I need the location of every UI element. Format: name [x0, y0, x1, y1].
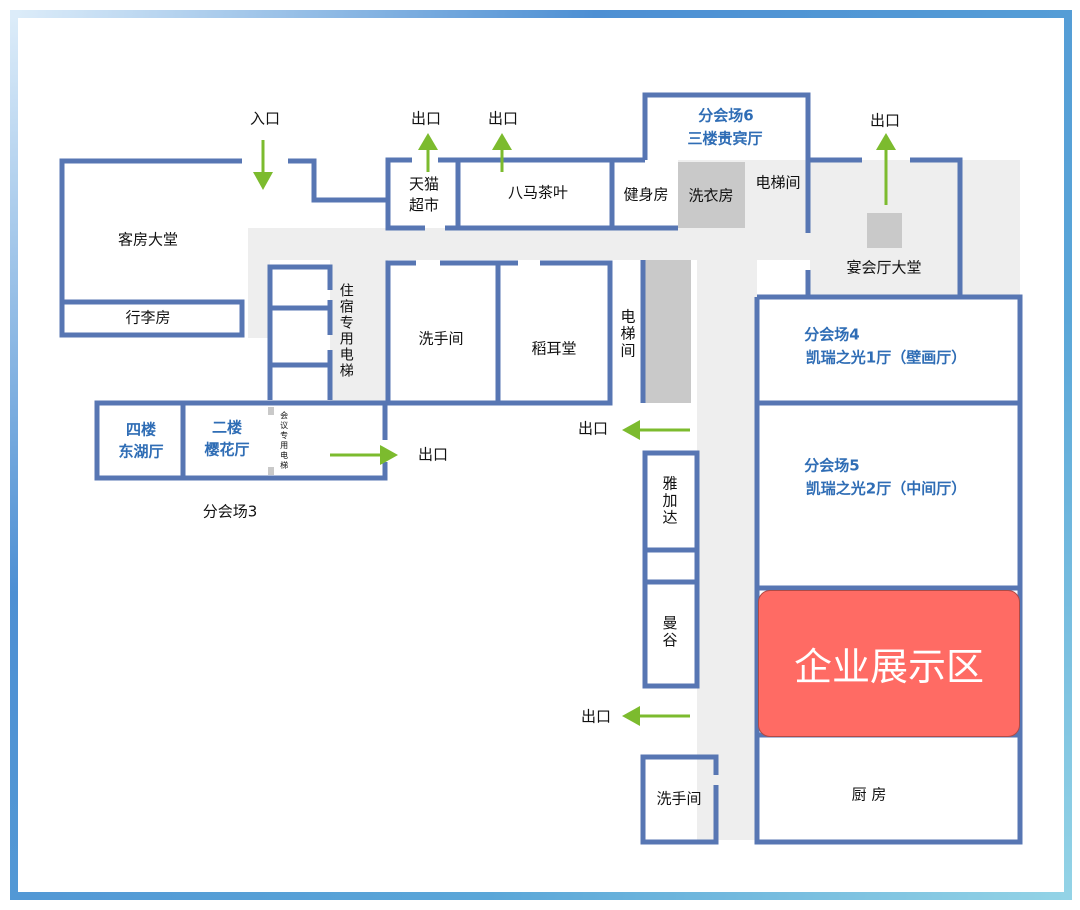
- exit-arrow-2: [492, 133, 512, 172]
- room-kitchen: 厨 房: [851, 785, 887, 804]
- entrance-arrow: [253, 140, 273, 190]
- room-guest-lobby: 客房大堂: [117, 230, 179, 249]
- venue-4-hall: 凯瑞之光1厅（壁画厅）: [805, 348, 967, 367]
- room-bangkok: 曼谷: [660, 615, 679, 649]
- room-elevator-hall-mid: 电梯间: [618, 308, 637, 360]
- exit-label: 出口: [580, 707, 612, 726]
- venue-6-name: 分会场6: [698, 106, 754, 125]
- exit-label: 出口: [410, 109, 442, 128]
- exit-arrow-1: [418, 133, 438, 172]
- laundry-fill: [678, 162, 745, 228]
- exit-arrow-3: [876, 133, 896, 205]
- arrows: [253, 133, 896, 726]
- room-laundry: 洗衣房: [688, 186, 734, 205]
- expo-area-label: 企业展示区: [793, 645, 984, 689]
- elevator-shaft: [645, 260, 691, 403]
- venue-3-hall-a-floor: 四楼: [125, 420, 157, 439]
- room-bama-tea: 八马茶叶: [507, 183, 569, 202]
- venue-5-name: 分会场5: [804, 456, 860, 475]
- venue-3-hall-a: 东湖厅: [118, 442, 164, 461]
- shafts: [268, 162, 902, 475]
- exit-label: 出口: [577, 419, 609, 438]
- venue-3-name: 分会场3: [202, 502, 258, 521]
- room-daoer-hall: 稻耳堂: [531, 339, 577, 358]
- expo-area: 企业展示区: [758, 590, 1020, 737]
- venue-5-hall: 凯瑞之光2厅（中间厅）: [805, 479, 967, 498]
- room-banquet-lobby: 宴会厅大堂: [846, 258, 922, 277]
- venue-6-hall: 三楼贵宾厅: [687, 129, 763, 148]
- room-elevator-hall: 电梯间: [755, 173, 801, 192]
- venue-4-name: 分会场4: [804, 325, 860, 344]
- room-restroom-2: 洗手间: [656, 789, 702, 808]
- exit-arrow-6: [622, 706, 690, 726]
- exit-label: 出口: [487, 109, 519, 128]
- room-residence-elevator: 住宿专用电梯: [337, 283, 354, 379]
- venue-3-hall-b-floor: 二楼: [211, 418, 243, 437]
- exit-arrow-5: [622, 420, 690, 440]
- room-meeting-elevator: 会议专用电梯: [279, 411, 289, 471]
- room-jakarta: 雅加达: [660, 475, 679, 527]
- room-gym: 健身房: [623, 185, 669, 204]
- room-restroom: 洗手间: [418, 329, 464, 348]
- venue-3-hall-b: 樱花厅: [204, 440, 250, 459]
- corridors: [248, 160, 1020, 840]
- room-tmall: 天猫超市: [408, 175, 439, 214]
- exit-label: 出口: [869, 111, 901, 130]
- room-luggage: 行李房: [125, 308, 171, 327]
- exit-label: 出口: [417, 445, 449, 464]
- pillar: [867, 213, 902, 248]
- walls: [59, 92, 1023, 845]
- exit-arrow-4: [330, 445, 398, 465]
- entrance-label: 入口: [249, 109, 281, 128]
